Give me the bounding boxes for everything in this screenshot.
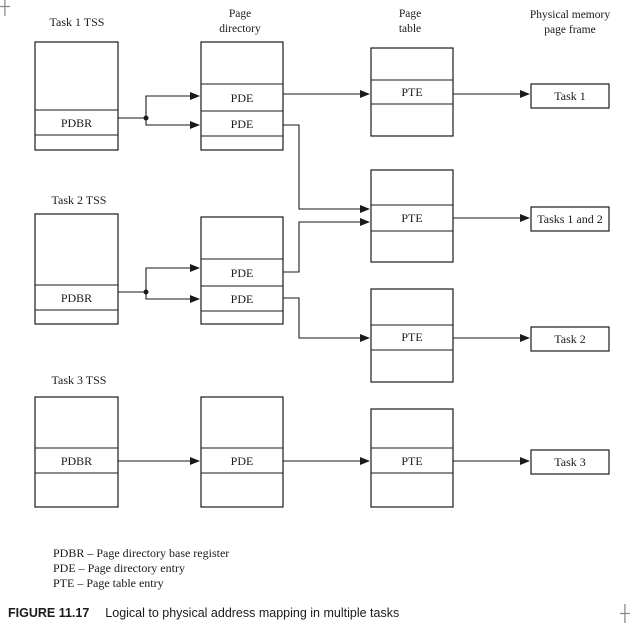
task1-pdbr-label: PDBR	[61, 116, 92, 130]
task2-pdbr-label: PDBR	[61, 291, 92, 305]
task2-pde-label-2: PDE	[231, 292, 254, 306]
frame-task1-label: Task 1	[554, 89, 586, 103]
tss1-header: Task 1 TSS	[50, 15, 105, 29]
task3-page-table: PTE	[370, 408, 454, 508]
scan-crosshair-mark: ┼	[0, 0, 10, 16]
task2-pde1-to-shared-pte	[283, 218, 370, 273]
task1-tss: PDBR	[34, 41, 119, 151]
task1-arrow-to-pde1	[145, 92, 200, 118]
task2-page-table: PTE	[370, 288, 454, 383]
task2-arrow-to-pde2	[145, 292, 200, 303]
frame-task1: Task 1	[530, 83, 610, 109]
frame-task2: Task 2	[530, 326, 610, 352]
task1-arrow-to-pde2	[145, 118, 200, 129]
tss3-header: Task 3 TSS	[52, 373, 107, 387]
legend: PDBR – Page directory base register PDE …	[53, 546, 229, 591]
task2-tss: PDBR	[34, 213, 119, 325]
page-directory-header-line1: Page	[229, 8, 251, 20]
task2-pde2-to-pte	[283, 297, 370, 342]
task1-pte-label: PTE	[401, 85, 422, 99]
page-table-header-line2: table	[399, 23, 421, 35]
shared-pte-label: PTE	[401, 211, 422, 225]
task1-page-table: PTE	[370, 47, 454, 137]
frame-tasks1-and-2: Tasks 1 and 2	[530, 206, 610, 232]
tss2-header: Task 2 TSS	[52, 193, 107, 207]
legend-pdbr: PDBR – Page directory base register	[53, 546, 230, 560]
task3-pdbr-label: PDBR	[61, 454, 92, 468]
task3-pte-label: PTE	[401, 454, 422, 468]
legend-pde: PDE – Page directory entry	[53, 561, 185, 575]
figure-number: FIGURE 11.17	[8, 606, 90, 620]
task2-page-directory: PDE PDE	[200, 216, 284, 325]
task1-pde-label-2: PDE	[231, 117, 254, 131]
shared-page-table: PTE	[370, 169, 454, 263]
physical-memory-header-line1: Physical memory	[530, 9, 610, 21]
scan-crosshair-mark: ┼	[620, 604, 630, 623]
legend-pte: PTE – Page table entry	[53, 576, 164, 590]
task1-pde-label-1: PDE	[231, 91, 254, 105]
task3-page-directory: PDE	[200, 396, 284, 508]
frame-task3: Task 3	[530, 449, 610, 475]
task2-pde-label-1: PDE	[231, 266, 254, 280]
frame-tasks12-label: Tasks 1 and 2	[537, 212, 602, 226]
frame-task2-label: Task 2	[554, 332, 586, 346]
task3-pde-label: PDE	[231, 454, 254, 468]
task2-pte-label: PTE	[401, 330, 422, 344]
figure-caption: FIGURE 11.17 Logical to physical address …	[8, 606, 399, 620]
figure-caption-text: Logical to physical address mapping in m…	[105, 606, 400, 620]
physical-memory-header-line2: page frame	[544, 24, 595, 36]
page-directory-header-line2: directory	[219, 23, 261, 35]
frame-task3-label: Task 3	[554, 455, 586, 469]
task1-page-directory: PDE PDE	[200, 41, 284, 151]
page-table-header-line1: Page	[399, 8, 421, 20]
task1-pde2-to-shared-pte	[283, 124, 370, 213]
task2-arrow-to-pde1	[145, 264, 200, 292]
task3-tss: PDBR	[34, 396, 119, 508]
